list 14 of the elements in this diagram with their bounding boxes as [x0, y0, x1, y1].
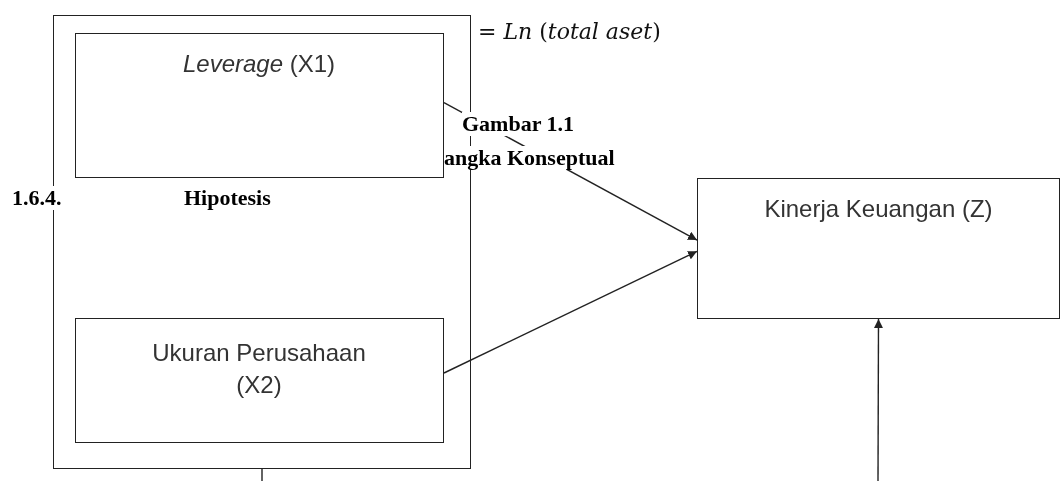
connector-line: [261, 468, 263, 481]
variable-label: Kinerja Keuangan (Z): [763, 194, 994, 224]
figure-number: Gambar 1.1: [462, 112, 575, 137]
formula-text: = Ln (total aset): [478, 20, 661, 45]
variable-label: Ukuran Perusahaan (X2): [151, 337, 367, 400]
variable-box: [74, 317, 444, 443]
section-number: 1.6.4.: [12, 186, 62, 211]
arrow: [443, 250, 698, 374]
variable-box: [74, 32, 444, 178]
variable-box: [697, 178, 1060, 319]
figure-title: angka Konseptual: [444, 146, 615, 171]
arrow: [443, 101, 698, 241]
arrow: [873, 318, 883, 481]
variable-label: Leverage (X1): [181, 48, 337, 79]
